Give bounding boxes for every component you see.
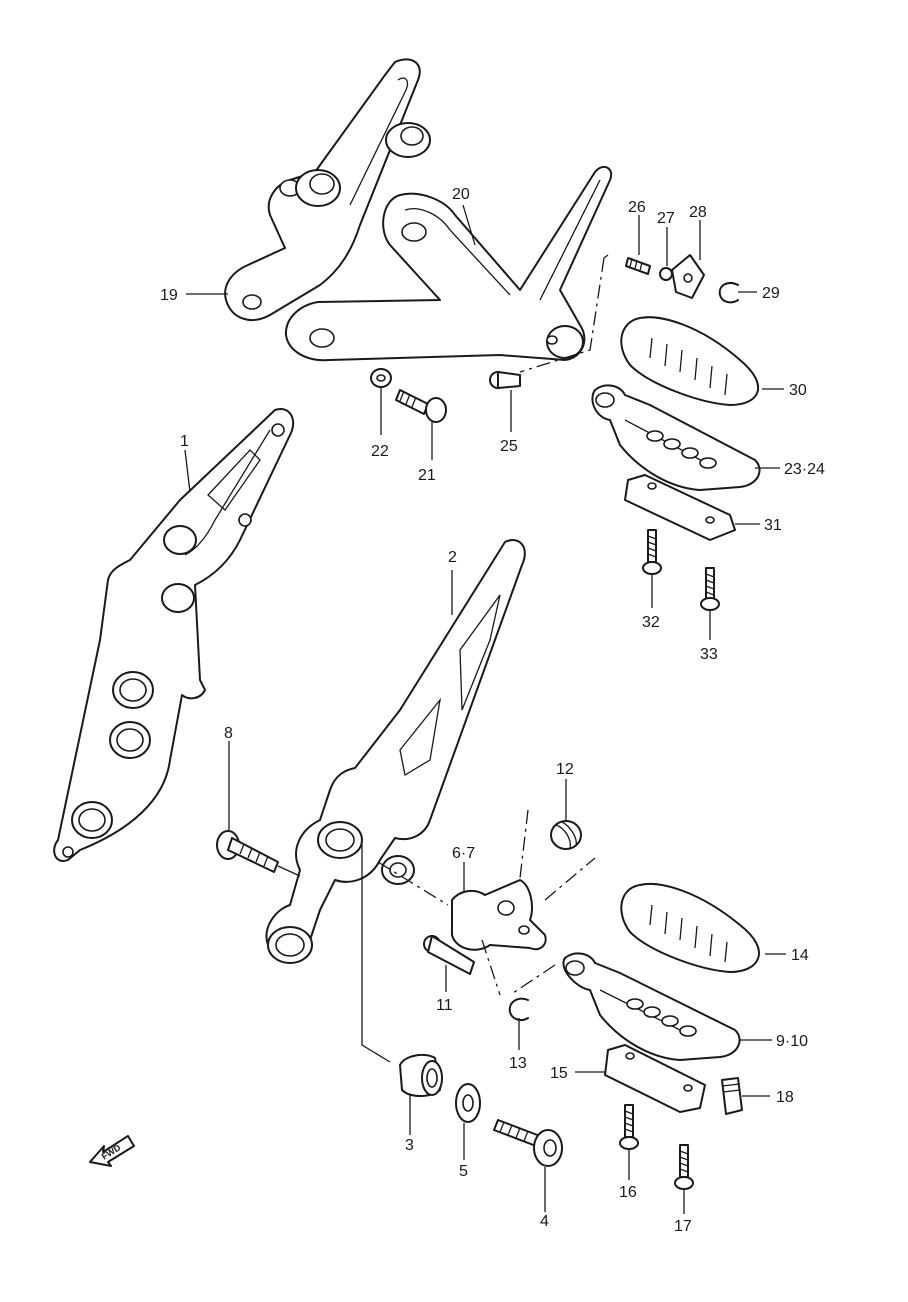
- callout-27: 27: [657, 210, 675, 227]
- callout-12: 12: [556, 761, 574, 778]
- callout-16: 16: [619, 1184, 637, 1201]
- part-3-collar: [399, 1053, 443, 1097]
- part-8-bolt: [216, 830, 279, 873]
- part-17-screw: [674, 1144, 694, 1190]
- part-27-ball: [659, 267, 673, 281]
- callout-21: 21: [418, 467, 436, 484]
- callout-11: 11: [436, 997, 453, 1014]
- part-2-bracket: [265, 539, 526, 964]
- part-29-clip: [718, 282, 739, 304]
- part-25-pin: [489, 371, 521, 389]
- callout-14: 14: [791, 947, 809, 964]
- callout-18: 18: [776, 1089, 794, 1106]
- part-33-screw: [700, 567, 720, 611]
- part-21-bolt: [395, 389, 447, 423]
- part-18-nut: [721, 1077, 743, 1115]
- callout-29: 29: [762, 285, 780, 302]
- part-67-pivot: [451, 879, 547, 951]
- part-2324-footrest: [591, 384, 761, 491]
- part-1-bracket: [53, 408, 295, 862]
- part-4-bolt: [493, 1119, 563, 1167]
- part-11-pin: [423, 935, 475, 975]
- callout-33: 33: [700, 646, 718, 663]
- callout-26: 26: [628, 199, 646, 216]
- callout-8: 8: [224, 725, 233, 742]
- callout-32: 32: [642, 614, 660, 631]
- part-32-screw: [642, 529, 662, 575]
- part-31-plate: [624, 474, 736, 541]
- part-30-rubber: [620, 316, 760, 406]
- part-19-rear-bracket: [224, 58, 431, 321]
- part-16-screw: [619, 1104, 639, 1150]
- part-26-spring: [625, 257, 651, 275]
- callout-2: 2: [448, 549, 457, 566]
- callout-4: 4: [540, 1213, 549, 1230]
- callout-1: 1: [180, 433, 189, 450]
- callout-30: 30: [789, 382, 807, 399]
- callout-13: 13: [509, 1055, 527, 1072]
- part-13-clip: [508, 997, 529, 1021]
- callout-22: 22: [371, 443, 389, 460]
- callout-5: 5: [459, 1163, 468, 1180]
- callout-23-24: 23·24: [784, 461, 825, 478]
- part-12-spring: [550, 820, 582, 850]
- part-910-footrest: [562, 952, 741, 1061]
- callout-19: 19: [160, 287, 178, 304]
- callout-20: 20: [452, 186, 470, 203]
- fwd-arrow-icon: FWD: [89, 1135, 135, 1167]
- leader-lines: [184, 204, 786, 1214]
- callout-28: 28: [689, 204, 707, 221]
- callout-25: 25: [500, 438, 518, 455]
- callout-9-10: 9·10: [776, 1033, 808, 1050]
- callout-3: 3: [405, 1137, 414, 1154]
- callout-31: 31: [764, 517, 782, 534]
- callout-17: 17: [674, 1218, 692, 1235]
- callout-15: 15: [550, 1065, 568, 1082]
- part-14-rubber: [620, 882, 760, 973]
- part-15-plate: [604, 1044, 706, 1113]
- part-20-rear-bracket: [284, 165, 613, 362]
- callout-6-7: 6·7: [452, 845, 475, 862]
- callout-labels: 19 20 26 27 28 29 30 22 21 25 23·24 31 3…: [160, 186, 825, 1235]
